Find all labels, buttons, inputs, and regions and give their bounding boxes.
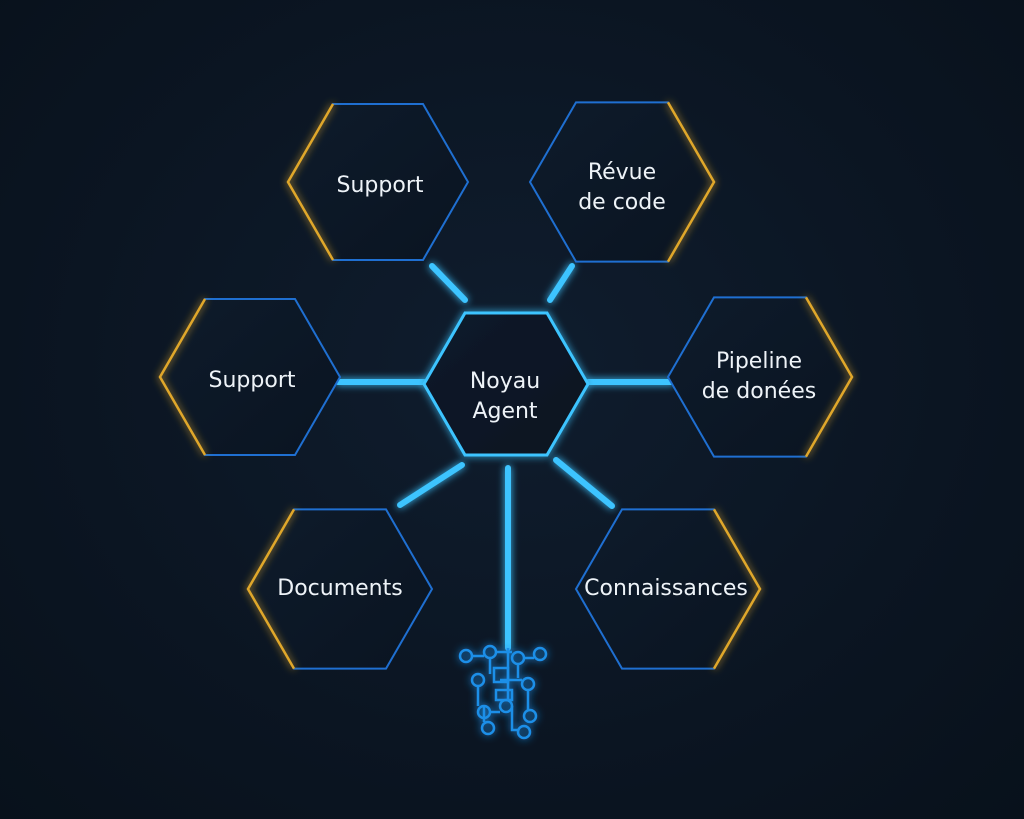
node-label-line1: Connaissances — [584, 576, 748, 601]
node-support-top-label[interactable]: Support — [337, 171, 424, 201]
node-code-review-hexagon[interactable] — [528, 101, 716, 263]
node-knowledge-label[interactable]: Connaissances — [584, 574, 748, 604]
node-label-line1: Support — [336, 173, 424, 198]
node-pipeline-hexagon[interactable] — [666, 296, 854, 458]
node-documents-label[interactable]: Documents — [277, 574, 402, 604]
node-support-left-accent-edge — [158, 298, 207, 456]
node-code-review-label[interactable]: Révue de code — [578, 158, 666, 218]
node-support-top-hexagon[interactable] — [286, 103, 470, 261]
center-line2: Agent — [472, 399, 538, 424]
node-documents-accent-edge — [246, 508, 296, 670]
node-label-line1: Pipeline — [715, 349, 803, 374]
node-label-line1: Support — [208, 368, 296, 393]
node-label-line2: de donées — [701, 379, 817, 404]
node-pipeline-label[interactable]: Pipeline de donées — [702, 347, 816, 407]
connector-code-review — [547, 263, 575, 303]
node-knowledge-hexagon[interactable] — [574, 508, 762, 670]
node-support-top-accent-edge — [286, 103, 335, 261]
node-code-review-accent-edge — [666, 101, 716, 263]
node-label-line1: Documents — [277, 576, 403, 601]
node-support-left-label[interactable]: Support — [209, 366, 296, 396]
node-label-line1: Révue — [587, 160, 657, 185]
center-node-shape — [422, 311, 590, 457]
connectors — [335, 263, 675, 651]
circuit-icon — [458, 644, 548, 740]
center-node-label: Noyau Agent — [470, 367, 540, 427]
node-support-left-hexagon[interactable] — [158, 298, 342, 456]
node-pipeline-accent-edge — [804, 296, 854, 458]
center-node-hexagon — [422, 311, 590, 457]
connector-knowledge — [553, 457, 615, 509]
node-knowledge-accent-edge — [712, 508, 762, 670]
connector-documents — [397, 462, 465, 508]
node-documents-hexagon[interactable] — [246, 508, 434, 670]
connector-support-top — [429, 263, 468, 303]
center-line1: Noyau — [469, 369, 541, 394]
node-label-line2: de code — [578, 190, 666, 215]
